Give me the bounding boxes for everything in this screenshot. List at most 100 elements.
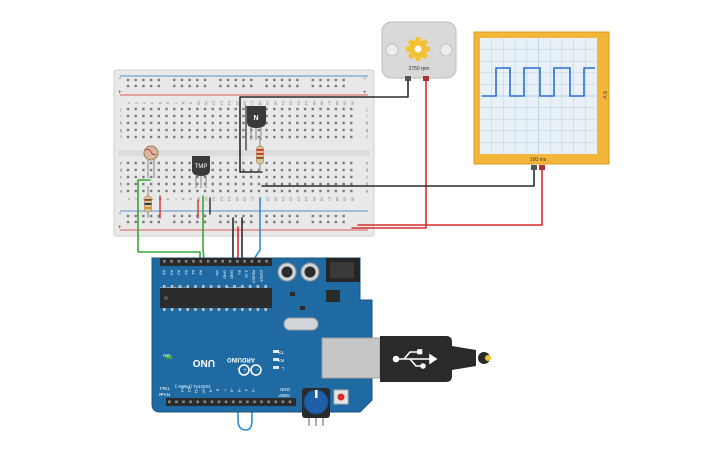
oscilloscope[interactable]: 100 ms 5 V bbox=[473, 31, 610, 170]
breadboard-row-letter: f bbox=[120, 135, 122, 140]
scope-trace bbox=[482, 67, 595, 97]
breadboard-column-number: 6 bbox=[166, 102, 171, 105]
breadboard-column-number: 29 bbox=[343, 197, 348, 202]
breadboard-column-number: 10 bbox=[196, 197, 201, 202]
transistor-label: N bbox=[253, 115, 258, 122]
digital-pin-label: ~10 bbox=[201, 387, 206, 395]
analog-pin-label: A2 bbox=[184, 270, 189, 276]
breadboard-column-number: 29 bbox=[343, 101, 348, 106]
breadboard-column-number: 12 bbox=[212, 101, 217, 106]
breadboard-row-letter: g bbox=[120, 128, 123, 133]
crystal bbox=[283, 317, 319, 331]
breadboard-row-letter: j bbox=[366, 107, 368, 112]
breadboard-column-number: 16 bbox=[243, 197, 248, 202]
usb-cable[interactable] bbox=[321, 336, 491, 382]
potentiometer[interactable] bbox=[302, 388, 330, 426]
breadboard-column-number: 20 bbox=[273, 197, 278, 202]
breadboard-row-letter: g bbox=[366, 128, 369, 133]
breadboard-column-number: 27 bbox=[327, 101, 332, 106]
breadboard[interactable]: − + − + − + 1122334455667788991010111112… bbox=[113, 69, 375, 237]
resistor-photo[interactable] bbox=[144, 186, 152, 218]
breadboard-column-number: 26 bbox=[320, 197, 325, 202]
microcontroller-chip bbox=[160, 288, 272, 308]
breadboard-column-number: 7 bbox=[173, 198, 178, 201]
wire-scope-ground bbox=[261, 167, 535, 187]
scope-time-label: 100 ms bbox=[530, 157, 547, 163]
breadboard-column-number: 19 bbox=[266, 101, 271, 106]
breadboard-column-number: 13 bbox=[219, 101, 224, 106]
svg-text:−: − bbox=[118, 211, 122, 217]
breadboard-column-number: 8 bbox=[181, 198, 186, 201]
breadboard-column-number: 11 bbox=[204, 197, 209, 202]
l-led-label: L bbox=[281, 366, 284, 371]
breadboard-column-number: 8 bbox=[181, 102, 186, 105]
dc-motor[interactable]: 2750 rpm bbox=[381, 21, 457, 81]
breadboard-column-number: 1 bbox=[127, 102, 132, 105]
breadboard-row-letter: d bbox=[120, 168, 123, 173]
tmp-label: TMP bbox=[195, 164, 208, 170]
digital-pin-label: 7 bbox=[223, 389, 228, 392]
breadboard-column-number: 14 bbox=[227, 101, 232, 106]
breadboard-row-letter: e bbox=[366, 161, 369, 166]
breadboard-row-letter: i bbox=[121, 114, 122, 119]
svg-text:+: + bbox=[244, 366, 247, 372]
breadboard-column-number: 25 bbox=[312, 197, 317, 202]
digital-pin-label: ~5 bbox=[237, 388, 242, 393]
breadboard-column-number: 23 bbox=[296, 101, 301, 106]
breadboard-column-number: 14 bbox=[227, 197, 232, 202]
power-pin-label: GND bbox=[230, 270, 235, 279]
photoresistor[interactable] bbox=[143, 145, 159, 178]
motor-speed-label: 2750 rpm bbox=[408, 66, 429, 72]
digital-pin-label: 4 bbox=[244, 389, 249, 392]
svg-text:+: + bbox=[118, 90, 122, 96]
rx-pin-label: RX◂0 bbox=[158, 392, 170, 397]
breadboard-column-number: 2 bbox=[135, 102, 140, 105]
wire-photoresistor-signal bbox=[137, 179, 201, 263]
voltage-regulator bbox=[326, 290, 340, 302]
svg-text:−: − bbox=[256, 366, 259, 372]
svg-text:−: − bbox=[363, 76, 367, 82]
power-pin-label: IOREF bbox=[259, 270, 264, 283]
gnd-pin-label: GND bbox=[279, 387, 290, 392]
wire-pwm bbox=[237, 197, 261, 431]
breadboard-column-number: 24 bbox=[304, 101, 309, 106]
breadboard-column-number: 13 bbox=[219, 197, 224, 202]
usb-icon bbox=[392, 349, 438, 369]
wire-scope-probe bbox=[357, 167, 543, 226]
temperature-sensor[interactable]: TMP bbox=[192, 156, 210, 188]
analog-pin-label: A1 bbox=[191, 270, 196, 276]
breadboard-column-number: 19 bbox=[266, 197, 271, 202]
breadboard-row-letter: j bbox=[120, 107, 122, 112]
breadboard-column-number: 16 bbox=[243, 101, 248, 106]
breadboard-column-number: 1 bbox=[127, 198, 132, 201]
power-pin-label: Vin bbox=[215, 270, 220, 276]
npn-transistor[interactable]: N bbox=[247, 106, 266, 140]
breadboard-column-number: 23 bbox=[296, 197, 301, 202]
digital-pin-label: ~6 bbox=[230, 388, 235, 393]
breadboard-row-letter: d bbox=[366, 168, 369, 173]
digital-pin-label: ~3 bbox=[251, 388, 256, 393]
breadboard-column-number: 30 bbox=[350, 197, 355, 202]
arduino-brand: ARDUINO bbox=[227, 356, 255, 362]
resistor-base[interactable] bbox=[256, 138, 264, 172]
wire-motor-to-transistor bbox=[239, 79, 409, 173]
breadboard-column-number: 21 bbox=[281, 101, 286, 106]
breadboard-column-number: 4 bbox=[150, 198, 155, 201]
breadboard-column-number: 22 bbox=[289, 101, 294, 106]
analog-pin-label: A5 bbox=[162, 270, 167, 276]
tx-led-label: TX bbox=[278, 350, 284, 355]
rx-led-label: RX bbox=[278, 358, 284, 363]
digital-pin-label: 12 bbox=[187, 388, 192, 393]
power-pin-label: 5V bbox=[237, 270, 242, 275]
breadboard-column-number: 28 bbox=[335, 101, 340, 106]
breadboard-column-number: 20 bbox=[273, 101, 278, 106]
breadboard-column-number: 28 bbox=[335, 197, 340, 202]
wires bbox=[137, 79, 543, 431]
breadboard-column-number: 22 bbox=[289, 197, 294, 202]
gear-icon bbox=[406, 37, 430, 61]
breadboard-column-number: 27 bbox=[327, 197, 332, 202]
breadboard-row-letter: a bbox=[366, 189, 369, 194]
breadboard-column-number: 21 bbox=[281, 197, 286, 202]
